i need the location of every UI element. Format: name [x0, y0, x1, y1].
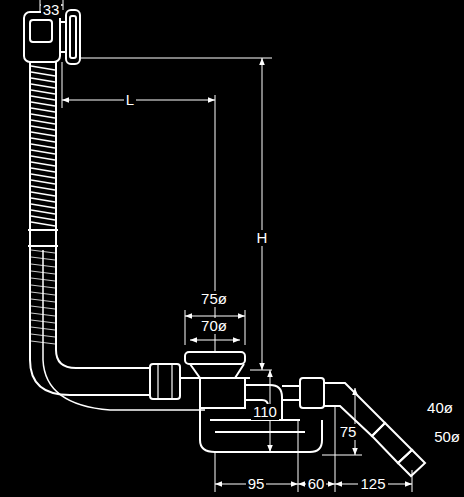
dimension-label: 110 — [251, 404, 279, 420]
dimension-label: H — [255, 230, 270, 246]
dimension-label: 50ø — [432, 429, 462, 445]
dimension-label: 60 — [306, 476, 327, 492]
dimension-label: 70ø — [199, 318, 229, 334]
dimension-label: 95 — [246, 476, 267, 492]
dimension-label: L — [124, 92, 136, 108]
dimension-label: 33 — [41, 2, 62, 18]
dimension-label: 125 — [358, 476, 387, 492]
dimension-label: 40ø — [425, 400, 455, 416]
dimension-label: 75ø — [199, 291, 229, 307]
dimension-label: 75 — [338, 424, 359, 440]
